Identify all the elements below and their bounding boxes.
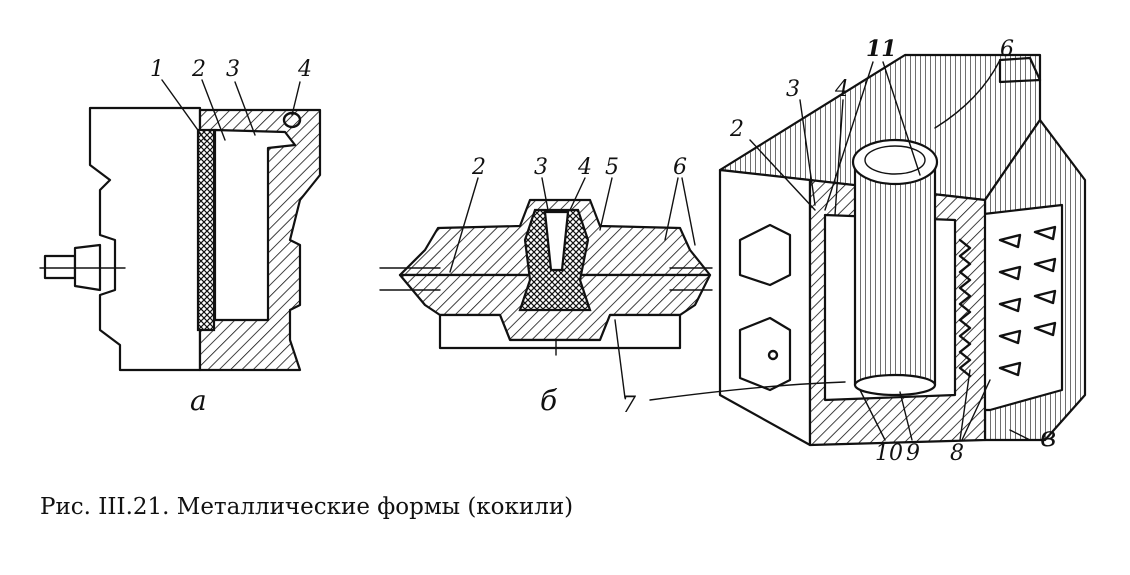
view-c-vents <box>998 225 1057 377</box>
callout-a-3: 3 <box>226 57 240 82</box>
view-a-left-half <box>88 106 202 372</box>
callout-a-2: 2 <box>191 57 206 82</box>
view-a-leaders <box>161 79 301 141</box>
view-b-tray <box>438 313 682 350</box>
callout-b-4: 4 <box>577 155 592 180</box>
callout-b-7: 7 <box>622 393 636 418</box>
callout-c-8: 8 <box>950 441 964 466</box>
callout-c-9: 9 <box>906 441 920 466</box>
view-c-left-face <box>718 168 812 447</box>
view-a-letter: а <box>190 384 207 417</box>
callout-b-5: 5 <box>605 155 619 180</box>
view-b: 2 3 4 5 6 7 б <box>379 155 713 418</box>
callout-c-11: 11 <box>866 36 897 62</box>
callout-b-2: 2 <box>471 155 486 180</box>
view-a: 1 2 3 4 а <box>39 57 322 417</box>
callout-b-6: 6 <box>673 155 687 180</box>
callout-b-3: 3 <box>534 155 548 180</box>
callout-c-4: 4 <box>834 77 849 102</box>
callout-c-2: 2 <box>729 117 744 142</box>
view-c: 2 3 4 11 6 10 9 8 в <box>649 36 1087 466</box>
view-c-core <box>851 138 939 397</box>
callout-c-10: 10 <box>875 441 903 466</box>
callout-c-6: 6 <box>1000 37 1014 62</box>
view-a-insert <box>196 128 216 332</box>
callout-c-3: 3 <box>786 77 800 102</box>
figure-caption: Рис. III.21. Металлические формы (кокили… <box>40 494 574 520</box>
view-b-pins <box>379 267 713 356</box>
view-c-teeth <box>958 238 972 378</box>
callout-a-4: 4 <box>297 57 312 82</box>
view-c-knob <box>998 56 1042 84</box>
view-c-letter: в <box>1040 420 1056 453</box>
view-c-leaders <box>649 59 1031 441</box>
view-b-letter: б <box>540 384 558 417</box>
view-b-leaders <box>449 177 696 399</box>
view-b-sprue <box>543 210 570 272</box>
view-c-brackets <box>738 223 792 392</box>
view-a-pin <box>39 243 126 292</box>
callout-a-1: 1 <box>150 57 164 82</box>
